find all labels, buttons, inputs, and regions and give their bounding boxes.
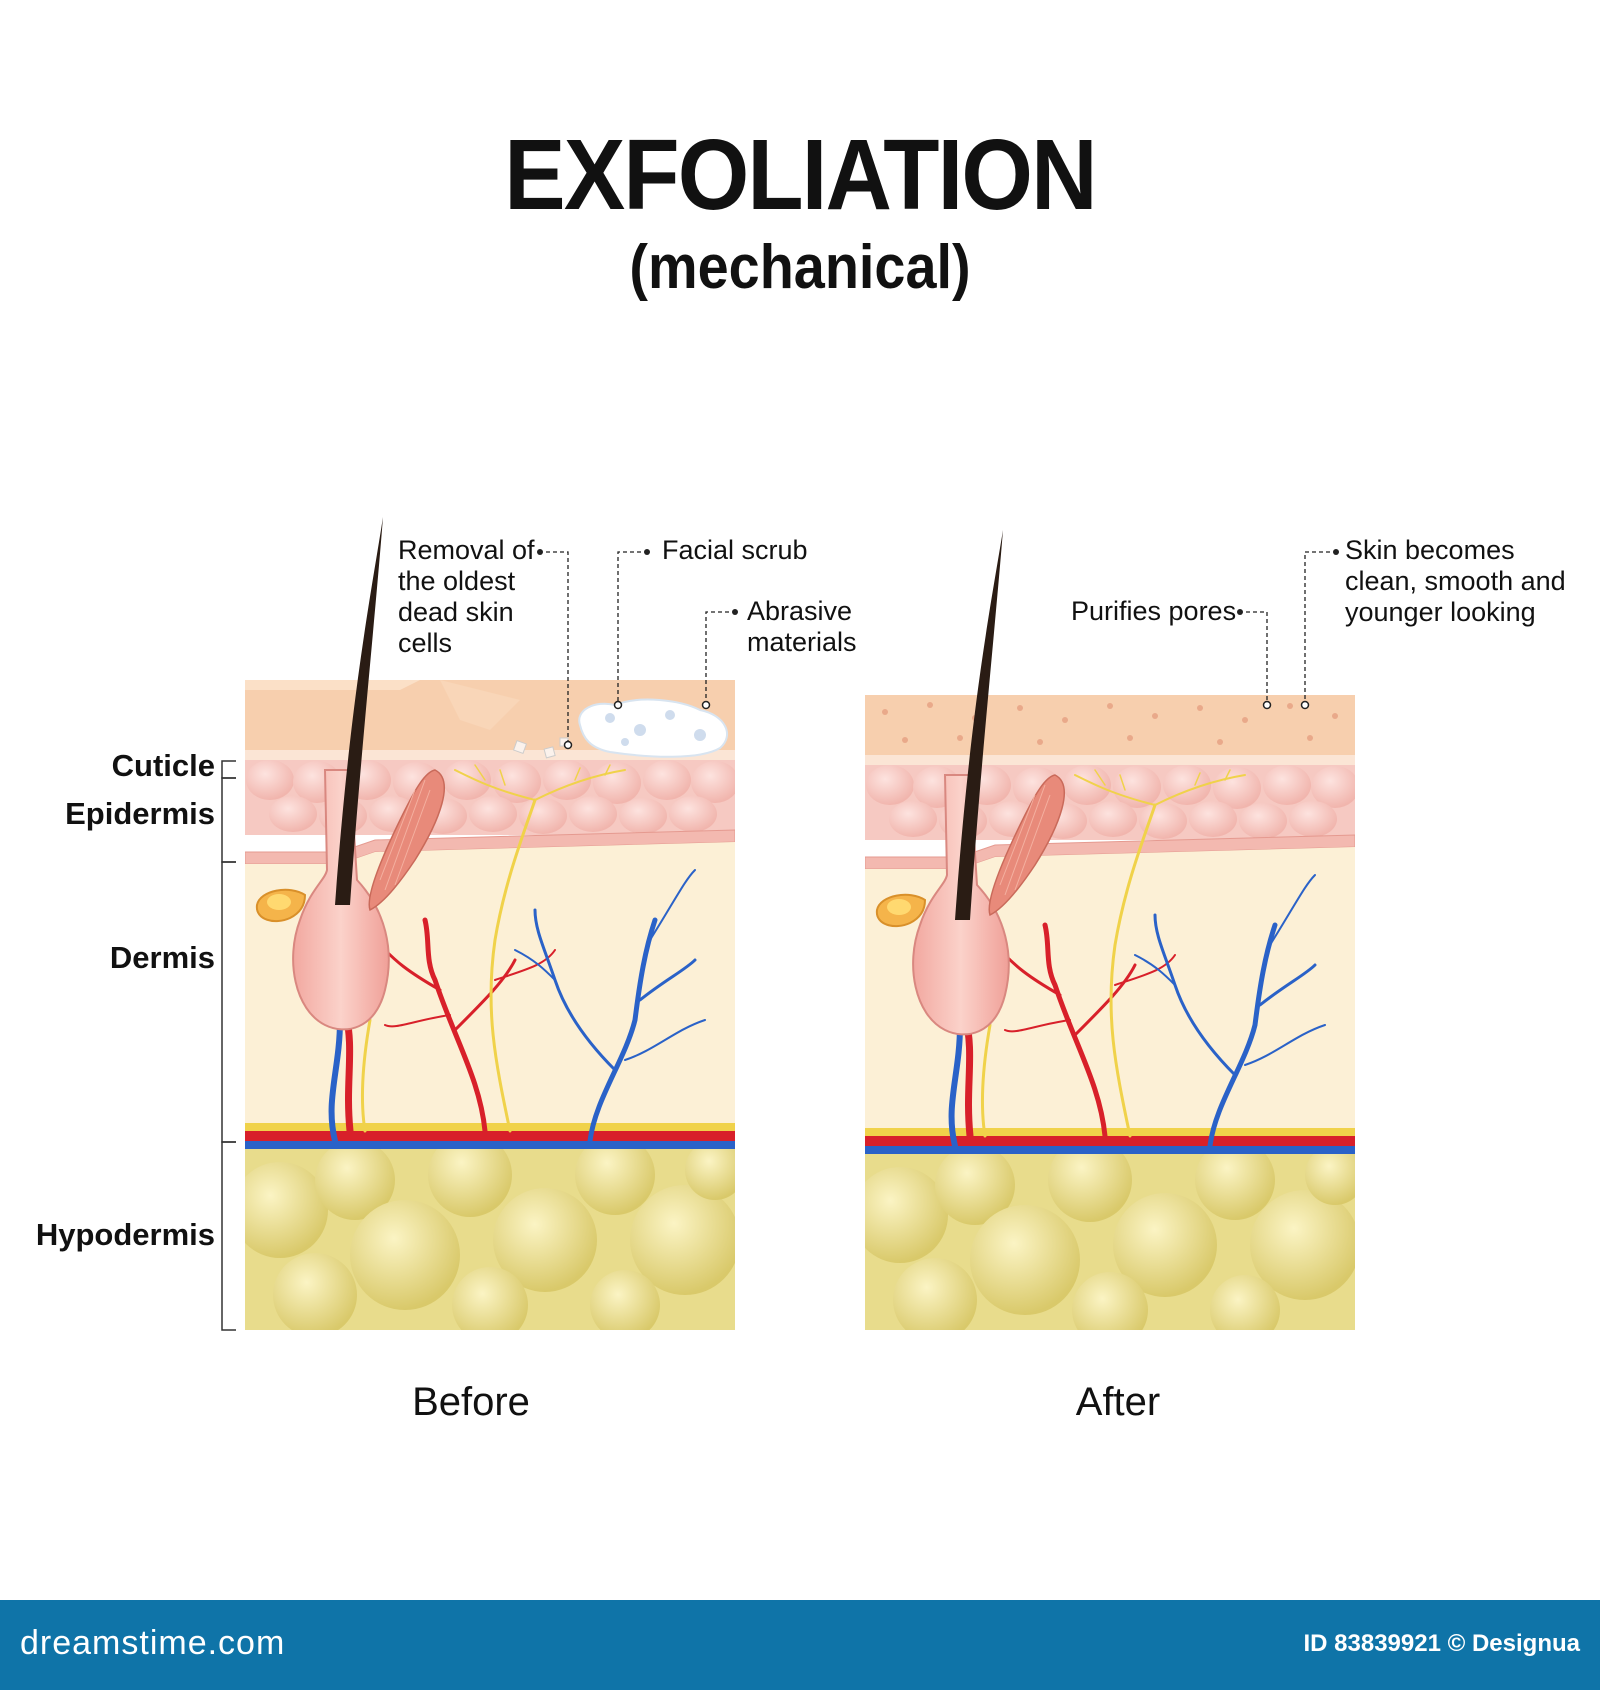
label-epidermis: Epidermis — [65, 796, 215, 831]
annotation-abrasive: Abrasive materials — [747, 596, 857, 657]
after-panel — [865, 695, 1355, 1348]
page-title: EXFOLIATION — [504, 119, 1097, 231]
page-subtitle: (mechanical) — [629, 233, 971, 302]
footer-brand[interactable]: dreamstime.com — [20, 1624, 286, 1662]
annotation-purifies-pores: Purifies pores — [1071, 596, 1237, 626]
footer-bar: dreamstime.com ID 83839921 © Designua — [0, 1600, 1600, 1690]
label-cuticle: Cuticle — [111, 748, 215, 783]
annotation-removal: Removal of the oldest dead skin cells — [398, 535, 535, 658]
label-hypodermis: Hypodermis — [35, 1217, 215, 1252]
annotation-facial-scrub: Facial scrub — [662, 535, 808, 565]
caption-before: Before — [412, 1380, 530, 1424]
before-panel — [245, 680, 735, 1343]
annotation-skin-becomes: Skin becomes clean, smooth and younger l… — [1345, 535, 1566, 627]
footer-image-id: ID 83839921 © Designua — [1303, 1630, 1581, 1657]
label-dermis: Dermis — [109, 940, 215, 975]
caption-after: After — [1075, 1380, 1161, 1424]
leader-endpoints — [563, 700, 1310, 750]
leader-dots — [537, 549, 1339, 615]
layer-brackets — [221, 760, 236, 1331]
hair-before — [335, 517, 383, 905]
hair-after — [955, 530, 1003, 920]
leader-lines — [546, 551, 1330, 745]
skin-diagram — [221, 517, 1355, 1348]
